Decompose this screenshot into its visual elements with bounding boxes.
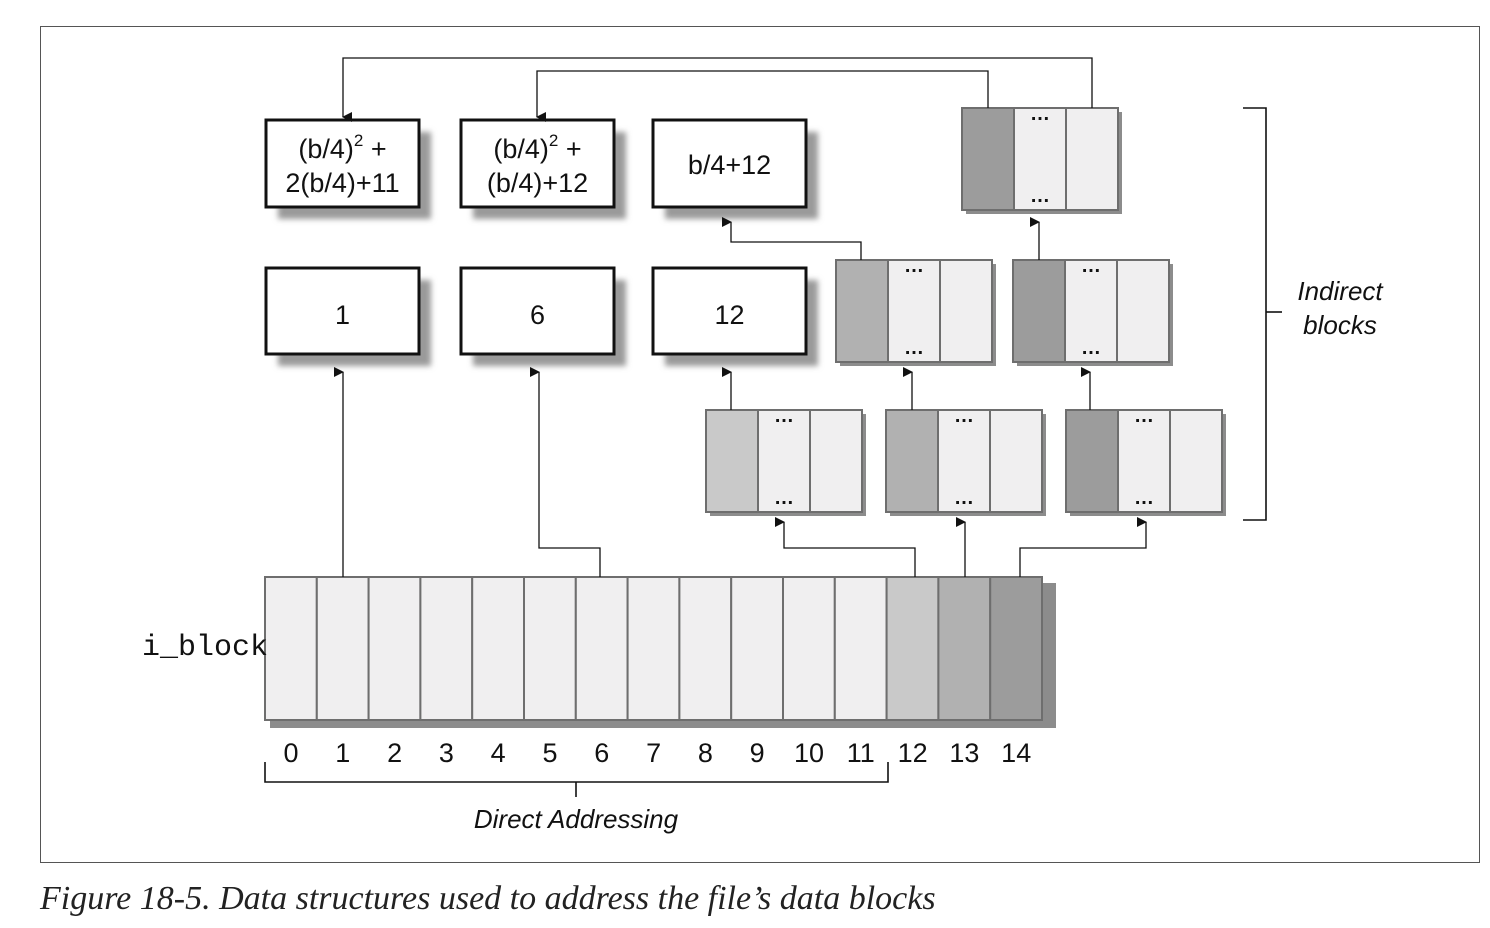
i-block-index-label: 3 <box>439 738 454 768</box>
arrow-block14-to-triple-indirect <box>1019 517 1147 577</box>
arrow-double2-to-data-b4 <box>722 217 862 260</box>
indirect-blocks-label-line2: blocks <box>1303 310 1377 340</box>
i-block-index-label: 2 <box>387 738 402 768</box>
direct-addressing-label: Direct Addressing <box>474 804 679 834</box>
i-block-cell-5 <box>523 576 577 721</box>
data-block-b4-12: b/4+12 <box>651 118 818 219</box>
ellipsis: … <box>1081 337 1101 359</box>
i-block-index-label: 14 <box>1001 738 1031 768</box>
i-block-cell-0 <box>264 576 318 721</box>
i-block-label: i_block <box>142 631 268 665</box>
i-block-cell-9 <box>730 576 785 721</box>
ellipsis: … <box>774 487 794 509</box>
i-block-cell-8 <box>678 576 733 721</box>
figure-frame <box>40 26 1480 863</box>
data-block-1: 1 <box>264 266 431 366</box>
arrow-block6-to-data6 <box>530 367 601 577</box>
i-block-index-label: 7 <box>646 738 661 768</box>
ellipsis: … <box>954 405 974 427</box>
i-block-index-label: 5 <box>542 738 557 768</box>
arrow-triple3-to-data-triple <box>342 57 1093 122</box>
i-block-index-label: 8 <box>698 738 713 768</box>
triple-indirect-second-level-block: …… <box>1012 255 1173 366</box>
arrow-block12-to-single-indirect <box>775 517 916 577</box>
i-block-cell-12 <box>885 576 940 721</box>
double-indirect-second-level-block: …… <box>835 255 996 366</box>
data-block-triple: (b/4)2 + 2(b/4)+11 <box>264 118 431 219</box>
i-block-index-label: 1 <box>335 738 350 768</box>
i-block-index-label: 13 <box>949 738 979 768</box>
i-block-index-label: 10 <box>794 738 824 768</box>
i-block-cell-3 <box>419 576 474 721</box>
i-block-cell-10 <box>782 576 836 721</box>
triple-indirect-block: …… <box>1065 405 1226 516</box>
data-block-triple-label: (b/4)2 + <box>298 131 386 164</box>
i-block-index-label: 12 <box>898 738 928 768</box>
data-block-b4-12-label: b/4+12 <box>688 150 771 180</box>
arrow-triple3-to-data-double <box>536 70 989 122</box>
i-block-index-label: 0 <box>283 738 298 768</box>
i-block-cell-6 <box>574 576 629 721</box>
single-indirect-block: …… <box>705 405 866 516</box>
i-block-cell-7 <box>626 576 681 721</box>
ellipsis: … <box>1030 185 1050 207</box>
figure-caption: Figure 18-5. Data structures used to add… <box>40 880 936 917</box>
i-block-cell-4 <box>471 576 526 721</box>
data-block-6: 6 <box>459 266 626 366</box>
data-block-1-label: 1 <box>335 300 350 330</box>
ellipsis: … <box>904 255 924 277</box>
i-block-array <box>264 576 1056 728</box>
i-block-cell-2 <box>367 576 422 721</box>
ellipsis: … <box>1081 255 1101 277</box>
i-block-index-label: 11 <box>847 738 875 768</box>
data-block-double-label: (b/4)+12 <box>487 168 588 198</box>
data-block-triple-label: 2(b/4)+11 <box>285 168 399 198</box>
ellipsis: … <box>1134 487 1154 509</box>
triple-indirect-third-level-block: …… <box>961 103 1122 214</box>
i-block-cell-13 <box>937 576 992 721</box>
i-block-index-label: 9 <box>750 738 765 768</box>
data-block-12: 12 <box>651 266 818 366</box>
i-block-cell-14 <box>989 576 1044 721</box>
data-block-6-label: 6 <box>530 300 545 330</box>
data-block-double-label: (b/4)2 + <box>493 131 581 164</box>
ellipsis: … <box>954 487 974 509</box>
ellipsis: … <box>1134 405 1154 427</box>
ellipsis: … <box>774 405 794 427</box>
direct-addressing-bracket <box>264 762 889 797</box>
data-block-12-label: 12 <box>714 300 744 330</box>
ellipsis: … <box>904 337 924 359</box>
indirect-blocks-label-line1: Indirect <box>1297 276 1384 306</box>
double-indirect-block: …… <box>885 405 1046 516</box>
i-block-index-label: 4 <box>491 738 506 768</box>
i-block-cell-11 <box>833 576 888 721</box>
ellipsis: … <box>1030 103 1050 125</box>
indirect-blocks-bracket <box>1243 107 1282 521</box>
i-block-index-label: 6 <box>594 738 609 768</box>
data-block-double: (b/4)2 + (b/4)+12 <box>459 118 626 219</box>
i-block-cell-1 <box>315 576 370 721</box>
pointer-connectors <box>334 57 1147 577</box>
